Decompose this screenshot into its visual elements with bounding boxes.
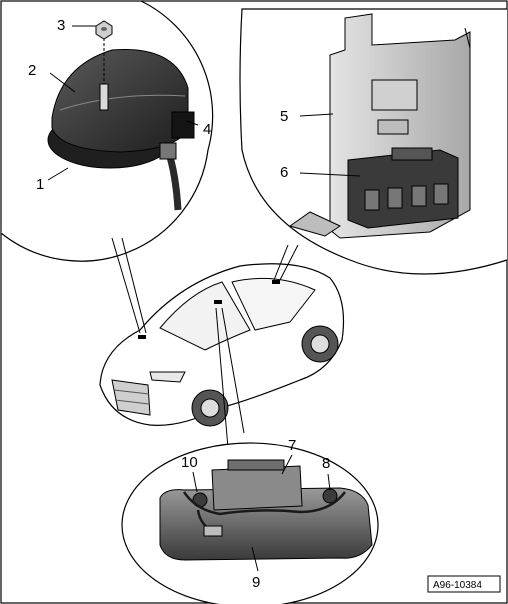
- lamp-electronic-module: [211, 465, 303, 511]
- callout-3: 3: [57, 17, 65, 34]
- reference-code: A96-10384: [433, 580, 482, 591]
- reference-code-box: A96-10384: [427, 575, 501, 593]
- callout-labels: 1 2 3 4 5 6 7 8 9 10: [28, 17, 330, 591]
- inset-pointer-lines: [111, 237, 299, 449]
- interior-light-detail-inset: [121, 442, 379, 604]
- vehicle-illustration: [99, 263, 345, 427]
- callout-4: 4: [203, 121, 211, 138]
- callout-1: 1: [36, 176, 44, 193]
- callout-5: 5: [280, 108, 288, 125]
- callout-9: 9: [252, 574, 260, 591]
- lamp-wiring: [182, 491, 346, 516]
- horn-detail-inset: [0, 0, 214, 262]
- lamp-housing: [159, 487, 373, 561]
- callout-6: 6: [280, 164, 288, 181]
- callout-10: 10: [181, 454, 198, 471]
- horn-housing: [51, 48, 189, 153]
- grille: [111, 379, 151, 416]
- horn-connector: [171, 111, 195, 139]
- callout-7: 7: [288, 437, 296, 454]
- callout-2: 2: [28, 62, 36, 79]
- callout-leaders: [47, 25, 361, 572]
- horn-bolt: [99, 83, 109, 111]
- callout-8: 8: [322, 455, 330, 472]
- windshield: [159, 281, 251, 351]
- control-unit-detail-inset: [239, 8, 508, 275]
